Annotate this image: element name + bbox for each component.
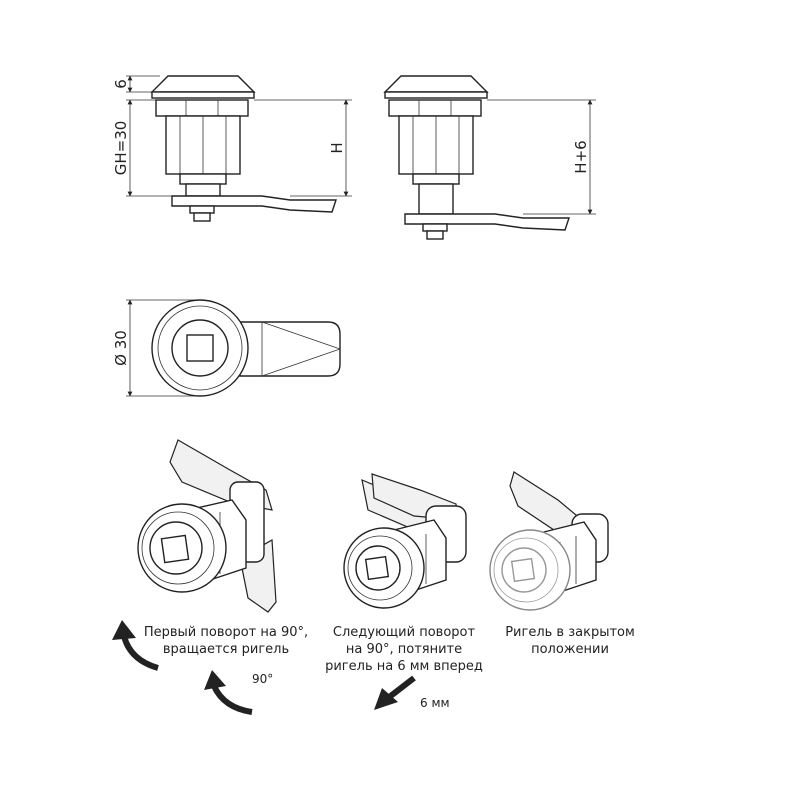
side-view-lock-right [383,75,596,240]
rotation-angle-label: 90° [252,672,274,686]
caption-step-2: Следующий поворот на 90°, потяните ригел… [325,625,483,674]
lock-iso-step-3 [489,471,609,611]
push-arrow [374,675,416,710]
dim-cap-height-label: 6 [112,79,130,89]
caption-step-1: Первый поворот на 90°, вращается ригель [143,625,309,657]
dim-gh-label: GH=30 [112,121,130,176]
dim-h-right-label: H+6 [572,140,590,173]
caption-step-3: Ригель в закрытом положении [505,625,635,657]
dim-diameter-label: Ø 30 [112,330,130,366]
dim-h-left-label: H [328,142,346,153]
side-view-lock-left [126,75,352,222]
lock-iso-step-1 [137,439,277,613]
rotation-arrow-upper [112,620,159,671]
push-distance-label: 6 мм [420,696,450,710]
top-view-lock [126,299,341,397]
lock-iso-step-2 [343,473,467,609]
rotation-arrow-lower [204,670,253,715]
